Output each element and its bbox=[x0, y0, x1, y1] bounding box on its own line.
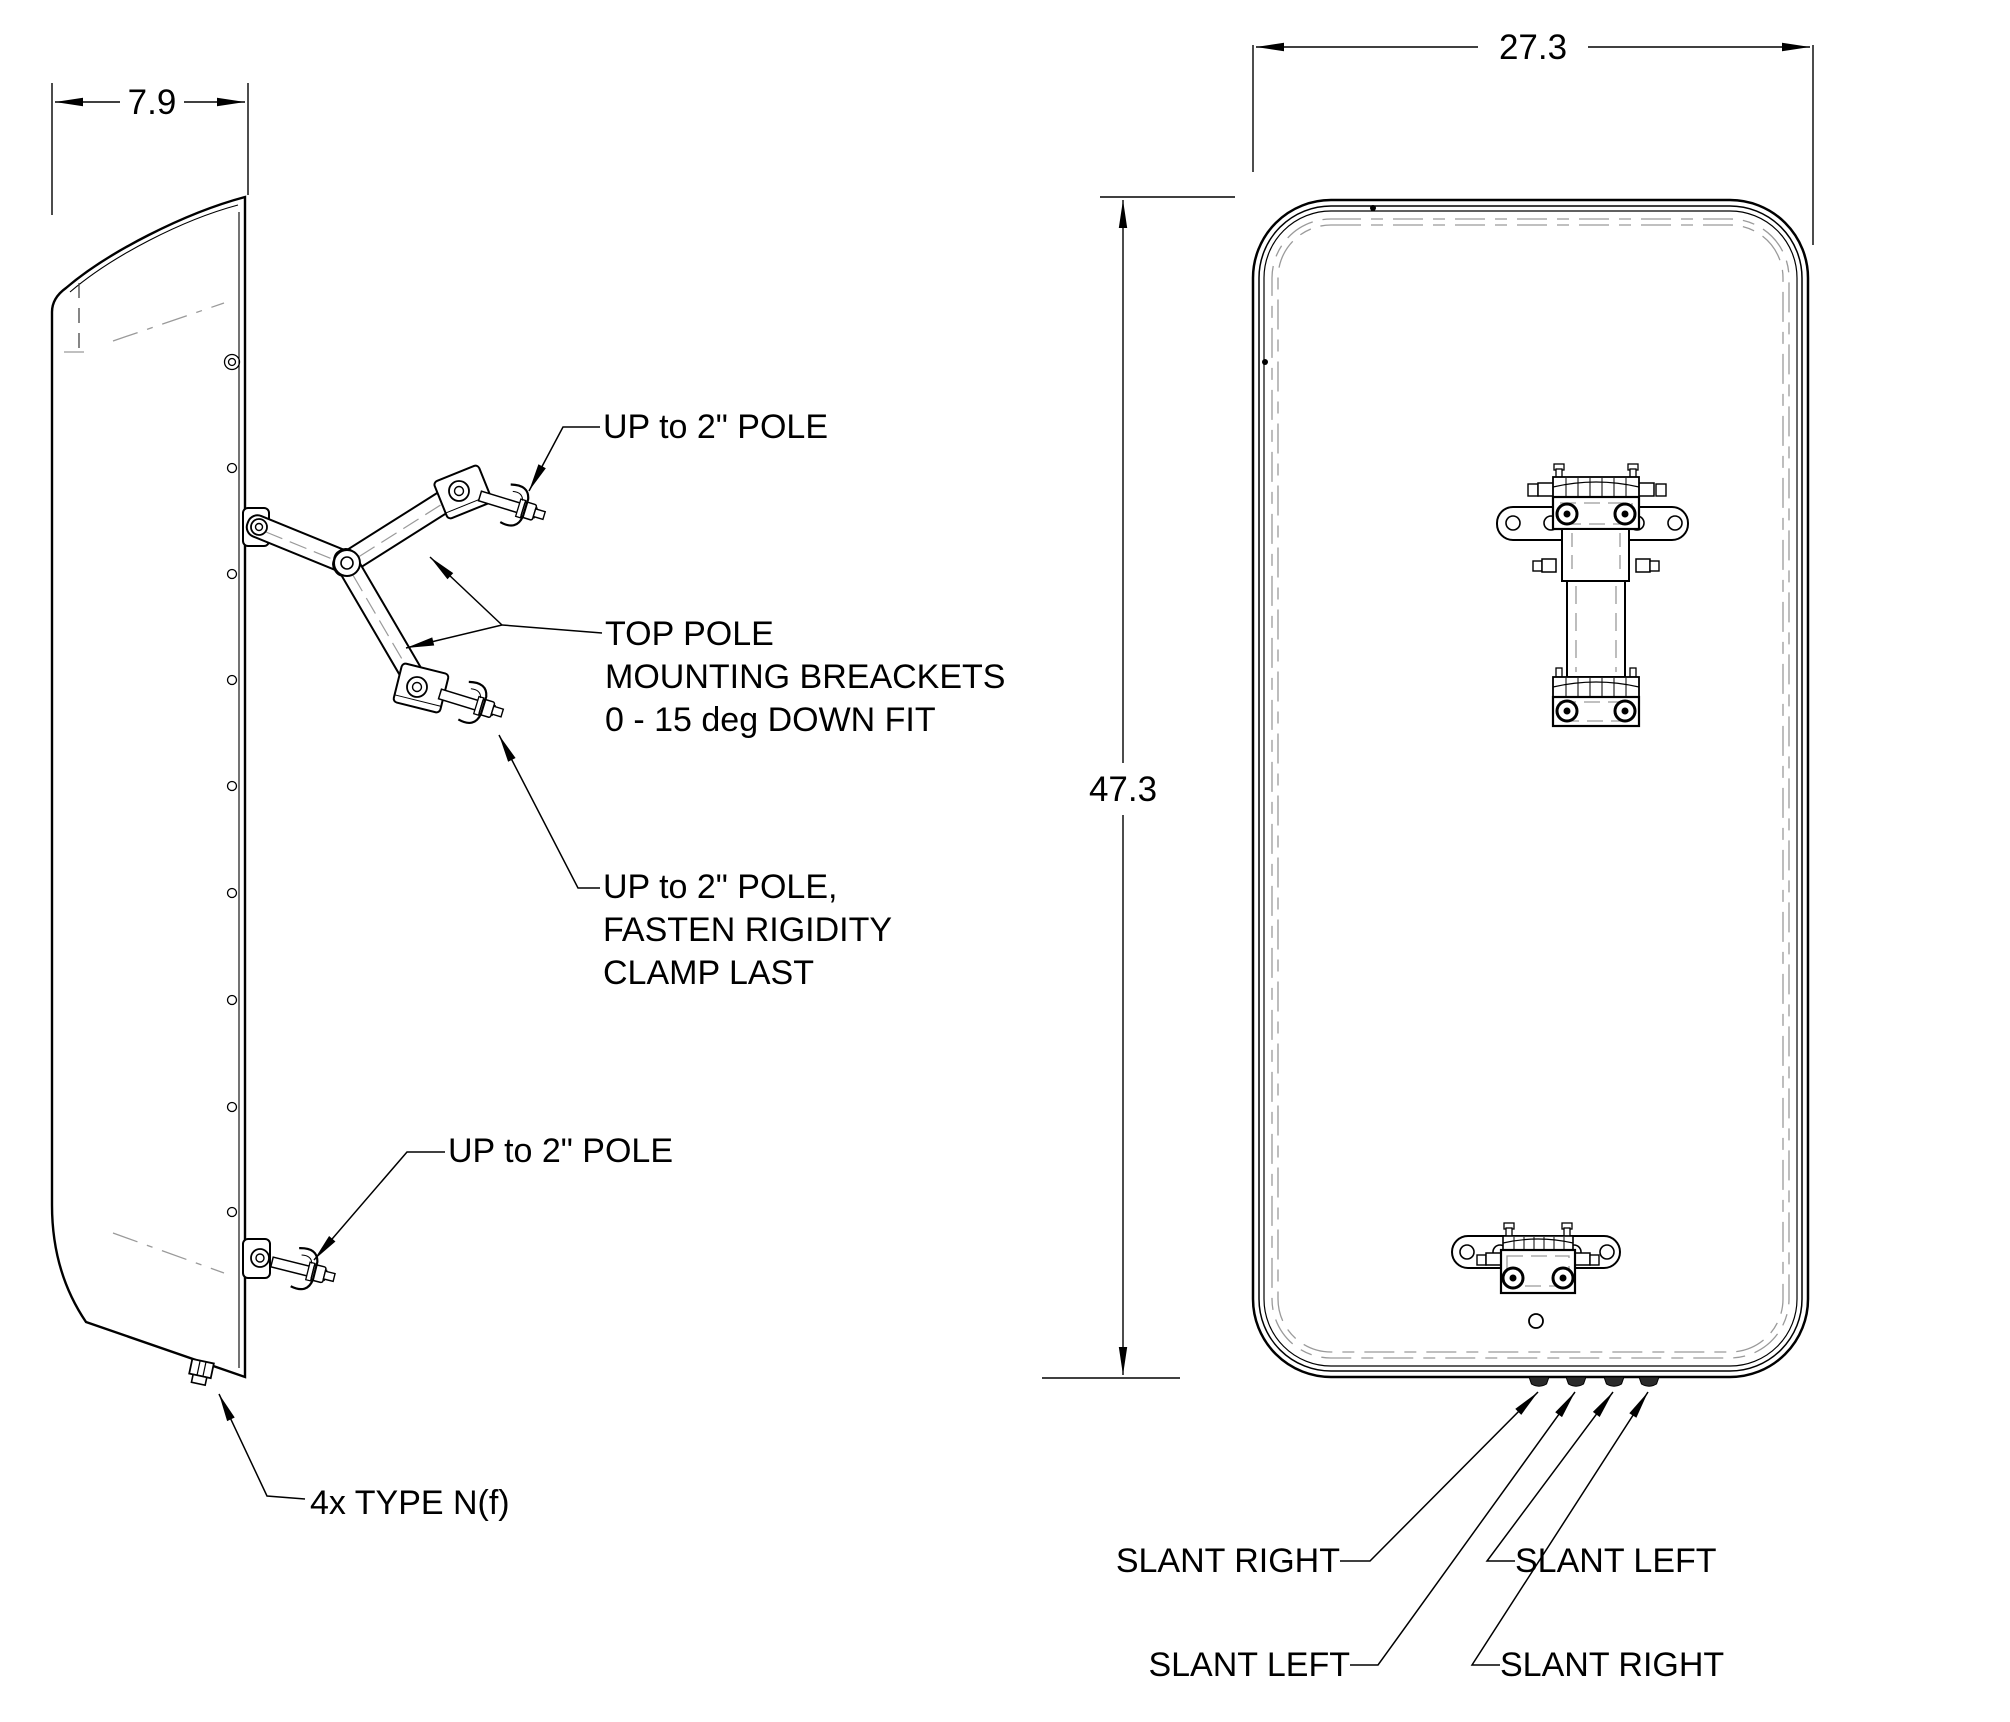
port-4-slant-right bbox=[1638, 1376, 1660, 1387]
side-view: 7.9 bbox=[50, 83, 1005, 1522]
port-1-slant-right bbox=[1528, 1376, 1550, 1387]
panel-outline-rear bbox=[1251, 198, 1810, 1379]
top-mount-bracket-side bbox=[242, 464, 547, 725]
rear-height-dimension bbox=[1042, 196, 1235, 1379]
side-view-leaders bbox=[218, 426, 603, 1500]
label-up-to-2-pole-bottom: UP to 2" POLE bbox=[448, 1132, 673, 1170]
bottom-mount-bracket-rear bbox=[1451, 1222, 1621, 1329]
label-slant-left-2: SLANT LEFT bbox=[1515, 1542, 1717, 1580]
svg-text:TOP POLE: TOP POLE bbox=[605, 615, 774, 653]
label-up-to-2-pole-top: UP to 2" POLE bbox=[603, 408, 828, 446]
port-leaders bbox=[1340, 1391, 1649, 1666]
label-slant-right-1: SLANT RIGHT bbox=[1116, 1542, 1340, 1580]
port-2-slant-left bbox=[1565, 1376, 1587, 1387]
svg-text:UP to 2" POLE,: UP to 2" POLE, bbox=[603, 868, 837, 906]
clamp-bolts-bottom bbox=[1555, 699, 1637, 723]
top-mount-bracket-rear bbox=[1496, 463, 1689, 728]
label-slant-right-2: SLANT RIGHT bbox=[1500, 1646, 1724, 1684]
rear-width-dimension bbox=[1252, 42, 1814, 245]
rf-ports bbox=[1528, 1376, 1660, 1387]
rear-height-value: 47.3 bbox=[1089, 770, 1157, 809]
svg-text:MOUNTING BREACKETS: MOUNTING BREACKETS bbox=[605, 658, 1005, 696]
svg-text:CLAMP LAST: CLAMP LAST bbox=[603, 954, 814, 992]
svg-text:0 - 15 deg DOWN FIT: 0 - 15 deg DOWN FIT bbox=[605, 701, 936, 739]
panel-outline-side bbox=[50, 195, 247, 1379]
clamp-bolts-top bbox=[1555, 502, 1637, 526]
drain-hole bbox=[1528, 1313, 1544, 1329]
bottom-mount-bracket-side bbox=[242, 1238, 336, 1291]
label-fasten-rigidity-clamp: UP to 2" POLE, FASTEN RIGIDITY CLAMP LAS… bbox=[603, 868, 892, 992]
label-top-pole-mounting-brackets: TOP POLE MOUNTING BREACKETS 0 - 15 deg D… bbox=[605, 615, 1005, 739]
port-3-slant-left bbox=[1603, 1376, 1625, 1387]
n-connector bbox=[188, 1357, 215, 1387]
side-width-dimension bbox=[51, 83, 249, 215]
side-width-value: 7.9 bbox=[128, 83, 177, 122]
label-slant-left-1: SLANT LEFT bbox=[1148, 1646, 1350, 1684]
rear-width-value: 27.3 bbox=[1499, 28, 1567, 67]
svg-text:FASTEN RIGIDITY: FASTEN RIGIDITY bbox=[603, 911, 892, 949]
pole-clamp-upper bbox=[433, 464, 547, 527]
rear-flange-holes bbox=[223, 353, 241, 1218]
rear-view: 27.3 47.3 bbox=[1042, 28, 1814, 1684]
pole-clamp-lower bbox=[392, 662, 505, 725]
label-4x-type-nf: 4x TYPE N(f) bbox=[310, 1484, 510, 1522]
